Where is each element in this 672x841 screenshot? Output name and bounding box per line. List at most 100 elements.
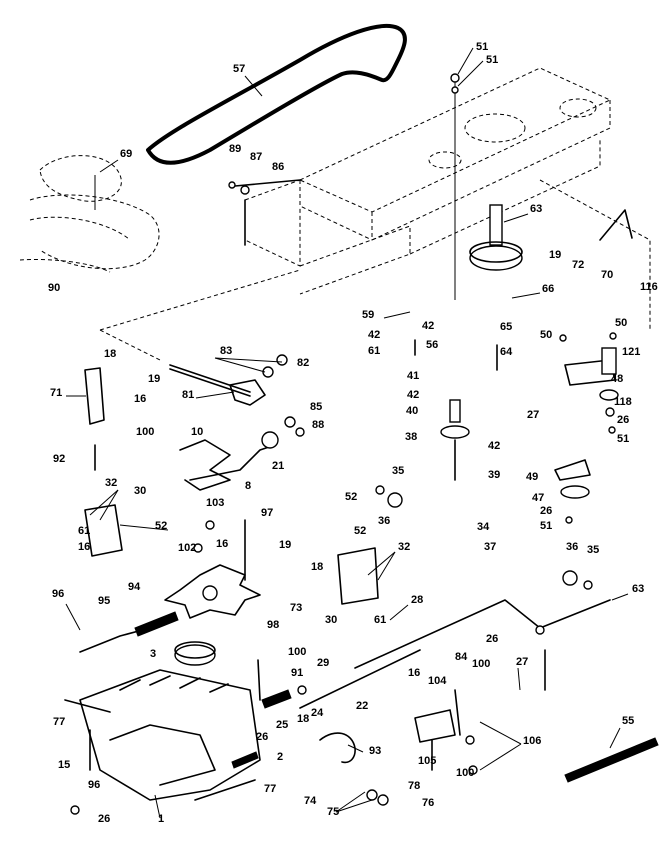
- part-callout: 96: [88, 779, 100, 791]
- part-callout: 75: [327, 806, 339, 818]
- part-callout: 16: [78, 541, 90, 553]
- part-callout: 25: [276, 719, 288, 731]
- part-callout: 26: [617, 414, 629, 426]
- part-callout: 29: [317, 657, 329, 669]
- part-callout: 103: [206, 497, 224, 509]
- part-callout: 92: [53, 453, 65, 465]
- part-callout: 41: [407, 370, 419, 382]
- part-callout: 2: [277, 751, 283, 763]
- part-callout: 21: [272, 460, 284, 472]
- part-callout: 8: [245, 480, 251, 492]
- part-callout: 70: [601, 269, 613, 281]
- part-callout: 116: [640, 281, 658, 293]
- part-callout: 61: [368, 345, 380, 357]
- part-callout: 93: [369, 745, 381, 757]
- part-callout: 35: [587, 544, 599, 556]
- part-callout: 30: [134, 485, 146, 497]
- part-callout: 26: [540, 505, 552, 517]
- part-callout: 51: [486, 54, 498, 66]
- part-callout: 51: [540, 520, 552, 532]
- chassis-frame: [99, 67, 651, 361]
- part-callout: 71: [50, 387, 62, 399]
- part-callout: 35: [392, 465, 404, 477]
- part-callout: 27: [527, 409, 539, 421]
- part-callout: 24: [311, 707, 324, 719]
- part-callout: 95: [98, 595, 110, 607]
- part-callout: 57: [233, 63, 245, 75]
- part-callout: 28: [411, 594, 423, 606]
- part-callout: 36: [378, 515, 390, 527]
- part-callout: 18: [104, 348, 116, 360]
- part-callout: 19: [549, 249, 561, 261]
- part-callout: 118: [614, 396, 632, 408]
- part-callout: 56: [426, 339, 438, 351]
- part-callout: 83: [220, 345, 232, 357]
- part-callout: 73: [290, 602, 302, 614]
- part-callout: 37: [484, 541, 496, 553]
- part-callout: 63: [530, 203, 542, 215]
- part-callout: 36: [566, 541, 578, 553]
- part-callout: 19: [279, 539, 291, 551]
- part-callout: 26: [98, 813, 110, 825]
- part-callout: 16: [408, 667, 420, 679]
- part-callout: 72: [572, 259, 584, 271]
- part-callout: 10: [191, 426, 203, 438]
- part-callout: 47: [532, 492, 544, 504]
- part-callout: 81: [182, 389, 194, 401]
- part-callout: 42: [407, 389, 419, 401]
- transaxle: [64, 669, 261, 801]
- part-callout: 40: [406, 405, 418, 417]
- part-callout: 87: [250, 151, 262, 163]
- long-rods: [299, 599, 611, 764]
- part-callout: 48: [611, 373, 623, 385]
- part-callout: 26: [486, 633, 498, 645]
- part-callout: 30: [325, 614, 337, 626]
- part-callout: 49: [526, 471, 538, 483]
- left-plate: [84, 504, 379, 605]
- rod-assembly: [84, 179, 301, 491]
- part-callout: 59: [362, 309, 374, 321]
- lower-pulley: [174, 641, 216, 666]
- part-callout: 100: [456, 767, 474, 779]
- part-callout: 121: [622, 346, 640, 358]
- part-callout: 98: [267, 619, 279, 631]
- part-callout: 100: [472, 658, 490, 670]
- part-callout: 97: [261, 507, 273, 519]
- part-callout: 77: [264, 783, 276, 795]
- part-callout: 77: [53, 716, 65, 728]
- part-callout: 15: [58, 759, 70, 771]
- part-callout: 100: [136, 426, 154, 438]
- part-callout: 55: [622, 715, 634, 727]
- part-callout: 82: [297, 357, 309, 369]
- part-callout: 102: [178, 542, 196, 554]
- drive-belt: [146, 23, 407, 165]
- part-callout: 1: [158, 813, 164, 825]
- part-callout: 50: [540, 329, 552, 341]
- part-callout: 61: [78, 525, 90, 537]
- part-callout: 84: [455, 651, 468, 663]
- center-shaft: [440, 80, 523, 481]
- part-callout: 19: [148, 373, 160, 385]
- part-callout: 3: [150, 648, 156, 660]
- part-callout: 32: [105, 477, 117, 489]
- part-callout: 64: [500, 346, 513, 358]
- fender: [19, 155, 160, 273]
- part-callout: 85: [310, 401, 322, 413]
- part-callout: 18: [297, 713, 309, 725]
- part-callout: 91: [291, 667, 303, 679]
- part-callout: 27: [516, 656, 528, 668]
- part-callout: 52: [155, 520, 167, 532]
- part-callout: 51: [476, 41, 488, 53]
- springs: [79, 611, 659, 783]
- part-callout: 78: [408, 780, 420, 792]
- part-callout: 22: [356, 700, 368, 712]
- part-callout: 39: [488, 469, 500, 481]
- part-callout: 69: [120, 148, 132, 160]
- part-callout: 100: [288, 646, 306, 658]
- part-callout: 32: [398, 541, 410, 553]
- hardware: [70, 73, 617, 815]
- part-callout: 34: [477, 521, 490, 533]
- part-callout: 86: [272, 161, 284, 173]
